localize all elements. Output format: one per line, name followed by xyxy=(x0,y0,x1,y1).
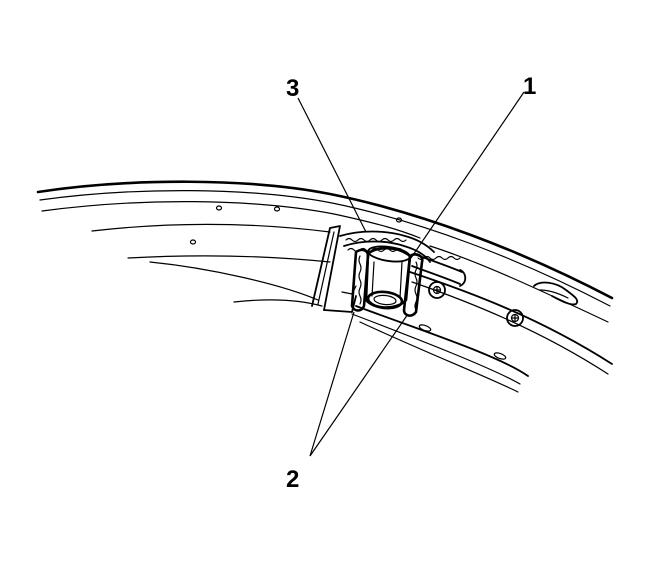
callout-1: 1 xyxy=(523,73,536,100)
screw-lower xyxy=(506,309,524,327)
leader-line-2a xyxy=(309,311,355,457)
leader-line-2b xyxy=(309,313,409,457)
screw-upper xyxy=(428,281,446,299)
callout-3: 3 xyxy=(286,75,299,102)
retaining-clip xyxy=(533,281,579,306)
leader-lines xyxy=(297,91,525,457)
leader-line-1 xyxy=(410,91,525,259)
callout-2: 2 xyxy=(286,466,299,493)
hose-clamp-right xyxy=(402,253,424,317)
mounting-bracket xyxy=(311,225,357,313)
roof-frame-rails xyxy=(36,180,614,393)
hose-clamp-left xyxy=(350,248,370,312)
leader-line-3 xyxy=(297,97,367,233)
